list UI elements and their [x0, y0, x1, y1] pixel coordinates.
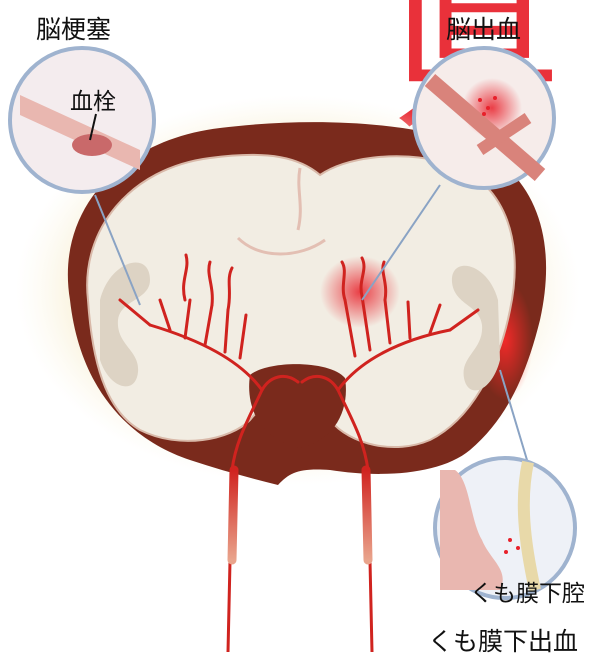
- midline-fissure: [298, 168, 300, 230]
- label-subarachnoid-space: くも膜下腔: [470, 574, 585, 608]
- label-cerebral-hemorrhage: 脳出血: [446, 10, 521, 46]
- magnifier-hemorrhage-icon: [414, 48, 554, 188]
- label-thrombus: 血栓: [70, 82, 116, 116]
- label-subarachnoid-hemorrhage: くも膜下出血: [428, 622, 578, 658]
- label-cerebral-infarction: 脳梗塞: [36, 10, 111, 46]
- magnifier-infarct-icon: [10, 48, 154, 192]
